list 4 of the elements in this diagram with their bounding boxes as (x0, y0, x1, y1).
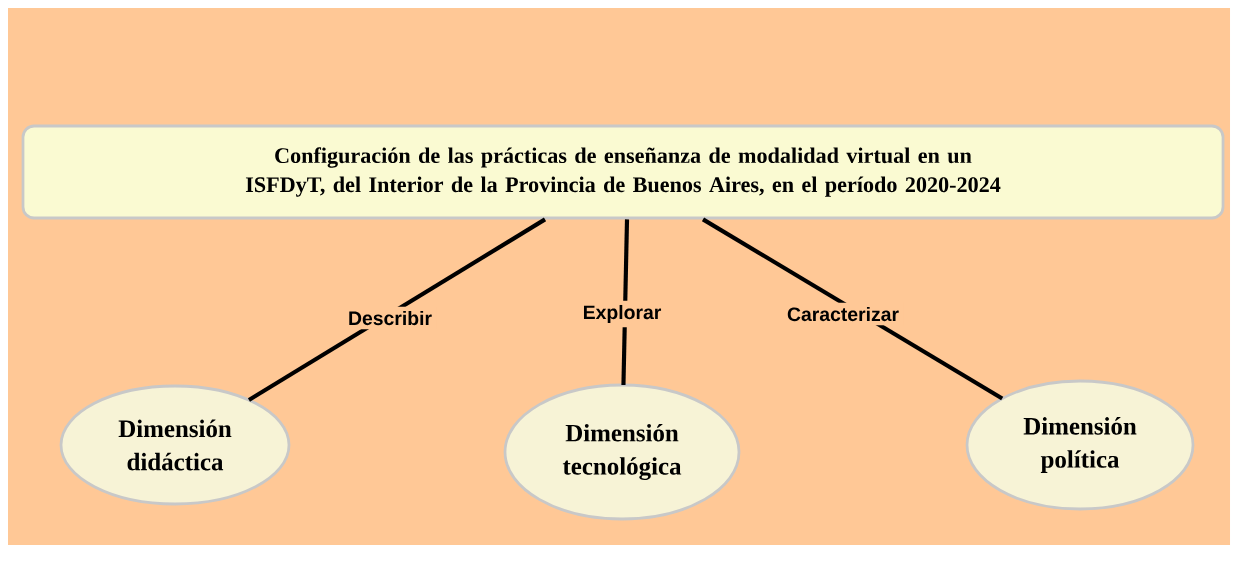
edge-label: Explorar (578, 300, 666, 328)
connector-line (701, 217, 1004, 401)
connector-line (247, 217, 547, 402)
title-box: Configuración de las prácticas de enseñanza de modalidad virtual en un ISFDyT, del Interior de la Provincia de Buenos Aires, en el período 2020-2024 (21, 124, 1225, 220)
